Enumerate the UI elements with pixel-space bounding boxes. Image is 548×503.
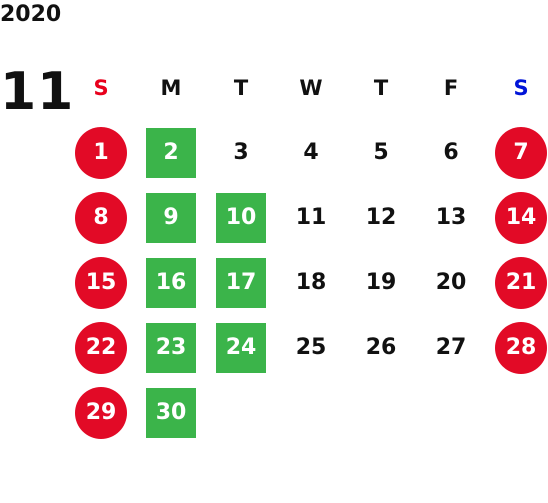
day-cell: 27 xyxy=(416,315,486,380)
day-cell: 21 xyxy=(486,250,548,315)
day-number: 11 xyxy=(295,205,327,230)
day-number: 9 xyxy=(146,192,196,243)
day-cell: 11 xyxy=(276,185,346,250)
day-number: 6 xyxy=(443,140,459,165)
day-cell: 23 xyxy=(136,315,206,380)
day-cell: 24 xyxy=(206,315,276,380)
day-cell: 16 xyxy=(136,250,206,315)
day-cell: 6 xyxy=(416,120,486,185)
weekday-header-monday: M xyxy=(160,75,182,100)
day-cell: 4 xyxy=(276,120,346,185)
month-number: 11 xyxy=(0,62,75,122)
day-cell: 1 xyxy=(66,120,136,185)
day-number: 10 xyxy=(216,192,266,243)
day-cell: 20 xyxy=(416,250,486,315)
day-number: 18 xyxy=(295,270,327,295)
day-number: 25 xyxy=(295,335,327,360)
day-number: 22 xyxy=(75,321,127,374)
day-number: 14 xyxy=(495,191,547,244)
day-number: 5 xyxy=(373,140,389,165)
day-number: 23 xyxy=(146,322,196,373)
year-label: 2020 xyxy=(0,2,62,27)
day-number: 29 xyxy=(75,386,127,439)
day-number: 21 xyxy=(495,256,547,309)
day-cell: 10 xyxy=(206,185,276,250)
day-cell: 12 xyxy=(346,185,416,250)
day-number: 15 xyxy=(75,256,127,309)
day-cell: 15 xyxy=(66,250,136,315)
weekday-header-thursday: T xyxy=(373,75,389,100)
day-cell: 18 xyxy=(276,250,346,315)
day-cell: 29 xyxy=(66,380,136,445)
day-number: 17 xyxy=(216,257,266,308)
day-number: 19 xyxy=(365,270,397,295)
day-number: 4 xyxy=(303,140,319,165)
day-number: 1 xyxy=(75,126,127,179)
day-cell: 22 xyxy=(66,315,136,380)
day-cell: 14 xyxy=(486,185,548,250)
day-number: 7 xyxy=(495,126,547,179)
day-number: 24 xyxy=(216,322,266,373)
weekday-header-saturday: S xyxy=(513,75,529,100)
day-cell: 7 xyxy=(486,120,548,185)
day-cell: 5 xyxy=(346,120,416,185)
day-cell: 2 xyxy=(136,120,206,185)
weekday-header-friday: F xyxy=(443,75,459,100)
day-number: 2 xyxy=(146,127,196,178)
day-number: 26 xyxy=(365,335,397,360)
day-cell: 26 xyxy=(346,315,416,380)
day-cell: 9 xyxy=(136,185,206,250)
day-number: 16 xyxy=(146,257,196,308)
day-number: 20 xyxy=(435,270,467,295)
day-cell: 25 xyxy=(276,315,346,380)
day-number: 30 xyxy=(146,387,196,438)
day-number: 8 xyxy=(75,191,127,244)
day-cell: 13 xyxy=(416,185,486,250)
day-number: 27 xyxy=(435,335,467,360)
day-cell: 30 xyxy=(136,380,206,445)
day-number: 12 xyxy=(365,205,397,230)
day-cell: 19 xyxy=(346,250,416,315)
weekday-header-sunday: S xyxy=(93,75,109,100)
weekday-header-tuesday: T xyxy=(233,75,249,100)
day-cell: 28 xyxy=(486,315,548,380)
day-cell: 17 xyxy=(206,250,276,315)
day-number: 28 xyxy=(495,321,547,374)
weekday-header-wednesday: W xyxy=(299,75,323,100)
day-cell: 8 xyxy=(66,185,136,250)
day-number: 3 xyxy=(233,140,249,165)
day-number: 13 xyxy=(435,205,467,230)
day-cell: 3 xyxy=(206,120,276,185)
